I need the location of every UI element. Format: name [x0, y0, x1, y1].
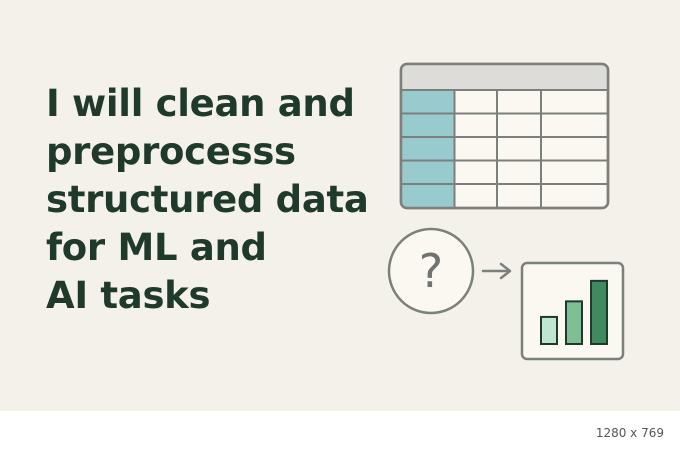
- illustration: ?: [387, 62, 625, 361]
- table-icon: [399, 62, 610, 210]
- headline-line-2: preprocesss: [46, 130, 296, 173]
- chart-bar-medium: [565, 300, 583, 345]
- headline: I will clean and preprocesss structured …: [46, 80, 386, 320]
- banner-canvas: I will clean and preprocesss structured …: [0, 0, 680, 411]
- headline-line-5: AI tasks: [46, 274, 211, 317]
- headline-line-1: I will clean and: [46, 82, 355, 125]
- table-gridlines: [401, 89, 608, 208]
- headline-line-4: for ML and: [46, 226, 267, 269]
- headline-line-3: structured data: [46, 178, 369, 221]
- question-circle: [387, 227, 475, 315]
- arrow-right-icon: [481, 262, 512, 280]
- chart-bar-tall: [590, 279, 608, 345]
- table-header-row: [401, 64, 608, 90]
- image-dimensions: 1280 x 769: [595, 426, 664, 440]
- bar-chart-icon: [520, 261, 625, 361]
- chart-bar-short: [540, 315, 558, 346]
- table-first-column: [402, 90, 455, 207]
- chart-bars: [540, 279, 608, 346]
- question-mark: ?: [419, 244, 443, 298]
- question-circle-icon: ?: [387, 227, 475, 315]
